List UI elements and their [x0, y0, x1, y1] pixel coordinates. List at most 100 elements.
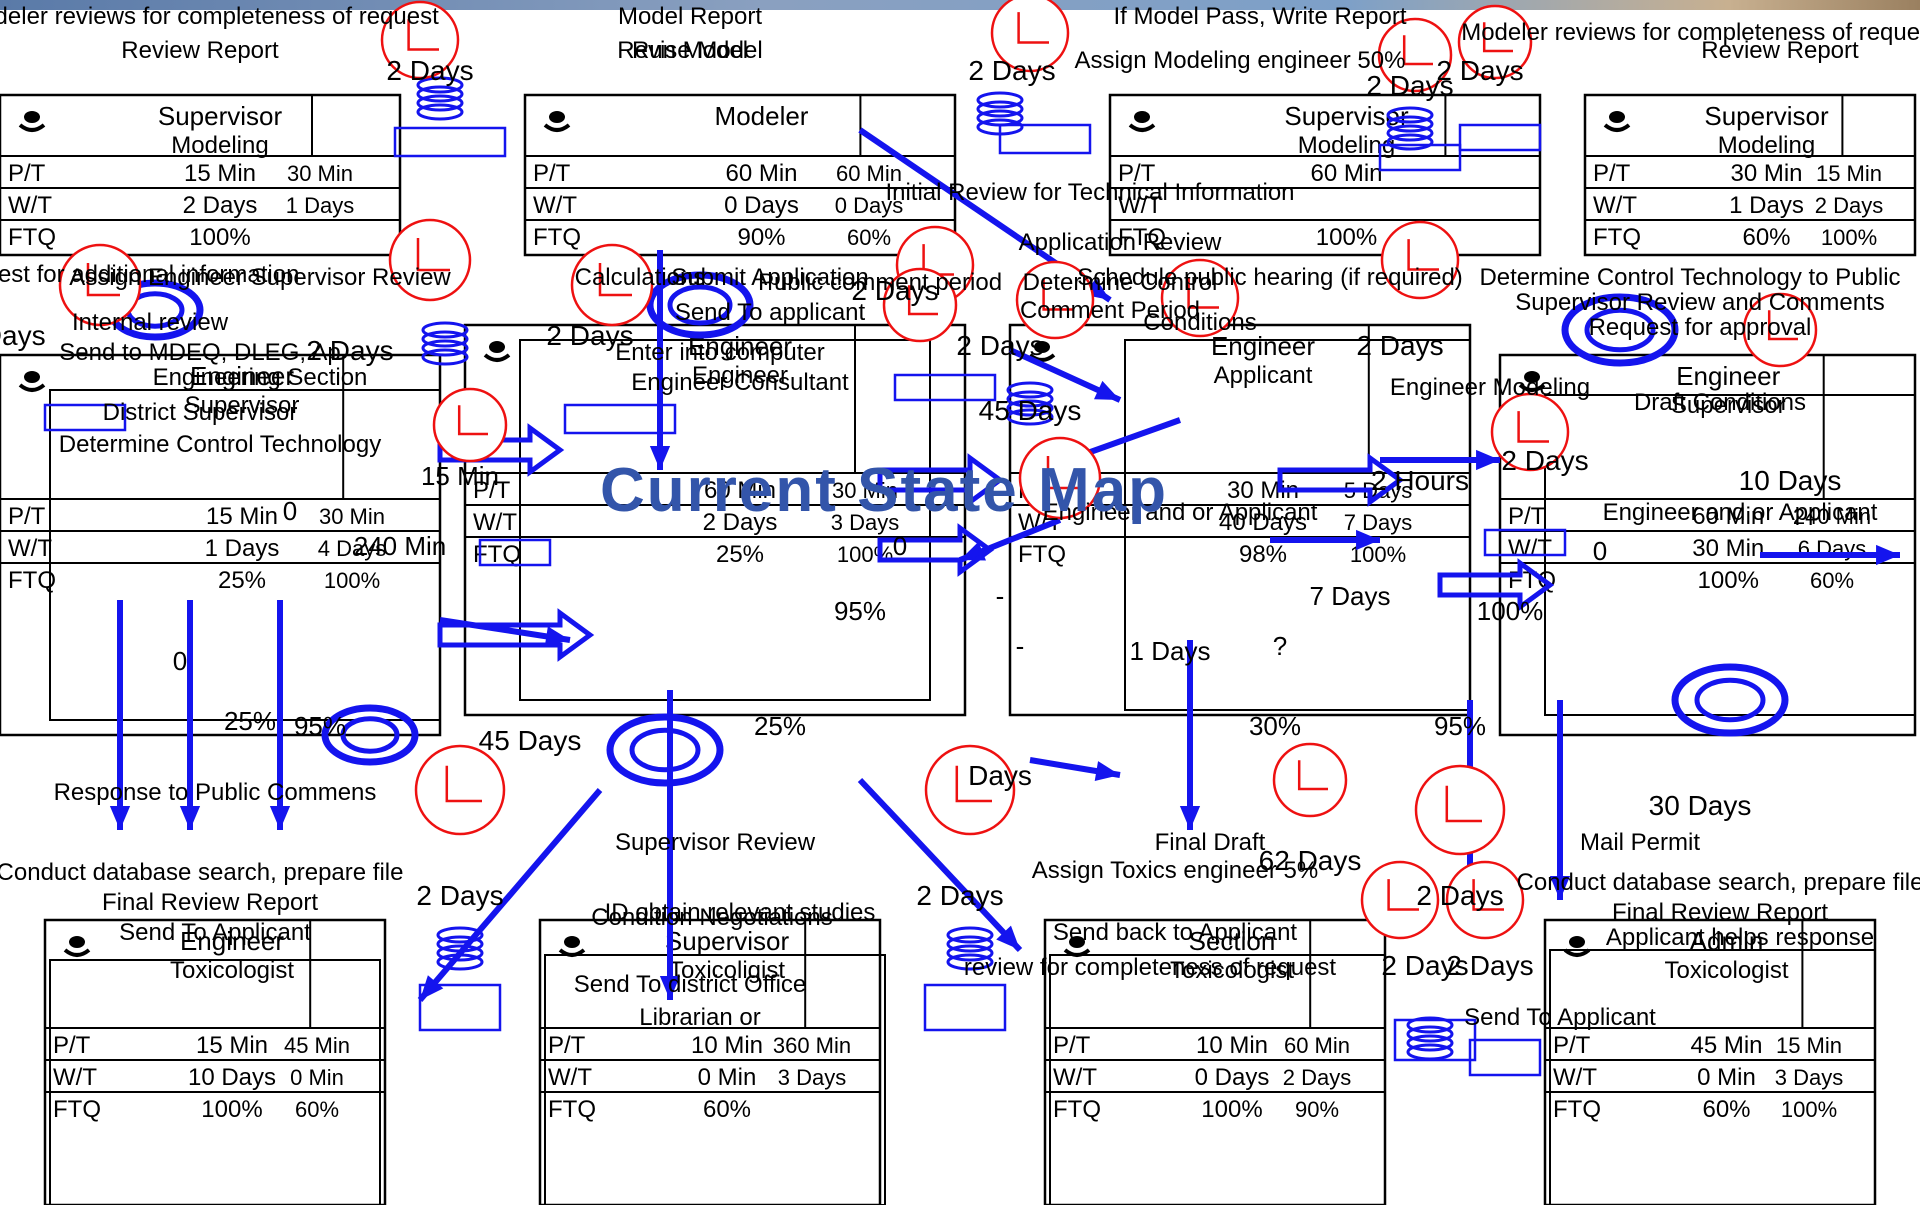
misc-value: 15 Min	[421, 461, 499, 491]
step-label: Run Model	[632, 37, 748, 64]
box-row-value: 1 Days	[286, 193, 354, 218]
clock-icon	[1416, 766, 1504, 854]
box-row-label: W/T	[533, 192, 577, 219]
box-row-value: 25%	[218, 567, 266, 594]
cycle-icon	[632, 730, 698, 770]
days-label: 2 Days	[968, 55, 1055, 86]
clock-icon	[1274, 744, 1346, 816]
box-row-label: W/T	[1053, 1064, 1097, 1091]
process-box: EngineerToxicologistP/T15 Min45 MinW/T10…	[45, 920, 385, 1205]
step-label: Send To district Office	[574, 971, 807, 998]
step-label: Review Report	[1701, 37, 1859, 64]
step-label: Engineer and or Applicant	[1603, 499, 1878, 526]
days-label: 2 Days	[1446, 950, 1533, 981]
box-row-label: P/T	[1508, 503, 1546, 530]
box-row-value: 15 Min	[1816, 161, 1882, 186]
inventory-box	[395, 128, 505, 156]
box-row-value: 60 Min	[1284, 1033, 1350, 1058]
days-label: 45 Days	[979, 395, 1082, 426]
box-row-value: 3 Days	[778, 1065, 846, 1090]
step-label: Model Report	[618, 3, 762, 30]
misc-value: 1 Days	[1130, 636, 1211, 666]
box-subrole: Modeling	[1718, 132, 1815, 159]
misc-value: -	[1016, 631, 1025, 661]
operator-icon	[1569, 936, 1585, 948]
step-label: Send to MDEQ, DLEG, Ap	[59, 339, 340, 366]
days-label: 2 Days	[916, 880, 1003, 911]
step-label: Calculations	[575, 264, 706, 291]
box-role: Supervisor	[158, 101, 283, 131]
box-row-value: 100%	[201, 1096, 262, 1123]
step-label: Comment Period	[1020, 297, 1200, 324]
box-subrole: Modeling	[171, 132, 268, 159]
box-row-value: 7 Days	[1344, 510, 1412, 535]
box-row-value: 100%	[1781, 1097, 1837, 1122]
days-label: 30 Days	[1649, 790, 1752, 821]
days-label: 2 Days	[1501, 445, 1588, 476]
box-row-value: 0 Min	[290, 1065, 344, 1090]
flow-arrow-head	[180, 806, 200, 830]
box-role: Supervisor	[1704, 101, 1829, 131]
box-row-value: 45 Min	[284, 1033, 350, 1058]
step-label: Assign Modeling engineer 50%	[1075, 47, 1406, 74]
cycle-icon	[1675, 667, 1785, 733]
flow-arrow-head	[1476, 450, 1500, 470]
box-row-value: 60%	[295, 1097, 339, 1122]
box-row-value: 60 Min	[1310, 160, 1382, 187]
step-label: Modeler reviews for completeness of requ…	[0, 3, 439, 30]
box-row-label: P/T	[8, 160, 46, 187]
operator-icon	[69, 936, 85, 948]
box-row-value: 15 Min	[196, 1032, 268, 1059]
step-label: Supervisor Review and Comments	[1515, 289, 1884, 316]
box-row-label: W/T	[8, 535, 52, 562]
step-label: Application Review	[1019, 229, 1222, 256]
inventory-box	[1460, 125, 1540, 150]
box-row-value: 360 Min	[773, 1033, 851, 1058]
box-row-label: FTQ	[1018, 541, 1066, 568]
misc-value: 95%	[294, 711, 346, 741]
box-row-label: W/T	[1593, 192, 1637, 219]
box-subrole: Toxicologist	[1664, 957, 1788, 984]
box-row-value: 100%	[1201, 1096, 1262, 1123]
box-row-value: 100%	[1316, 224, 1377, 251]
box-row-label: FTQ	[548, 1096, 596, 1123]
box-row-label: FTQ	[8, 224, 56, 251]
operator-icon	[20, 125, 44, 130]
step-label: Internal review	[72, 309, 229, 336]
box-row-value: 15 Min	[1776, 1033, 1842, 1058]
box-subrole: Applicant	[1214, 362, 1313, 389]
box-row-label: FTQ	[8, 567, 56, 594]
step-label: Assign Engineer Supervisor Review	[69, 264, 451, 291]
box-row-value: 10 Min	[691, 1032, 763, 1059]
operator-icon	[1134, 111, 1150, 123]
process-box: SupervisorModelingP/T30 Min15 MinW/T1 Da…	[1585, 95, 1915, 255]
box-row-label: P/T	[548, 1032, 586, 1059]
box-row-value: 60%	[703, 1096, 751, 1123]
step-label: District Supervisor	[103, 399, 298, 426]
box-row-value: 0 Min	[698, 1064, 757, 1091]
box-row-label: W/T	[1553, 1064, 1597, 1091]
box-row-label: P/T	[1553, 1032, 1591, 1059]
box-role: Modeler	[715, 101, 809, 131]
box-row-value: 100%	[837, 542, 893, 567]
box-row-value: 30 Min	[319, 504, 385, 529]
box-row-label: FTQ	[53, 1096, 101, 1123]
step-label: Engineer Consultant	[631, 369, 849, 396]
inventory-icon	[418, 105, 462, 119]
step-label: Determine Control Technology	[59, 431, 381, 458]
flow-arrow-head	[110, 806, 130, 830]
box-row-label: W/T	[53, 1064, 97, 1091]
step-label: Send To applicant	[675, 299, 866, 326]
misc-value: 240 Min	[354, 531, 447, 561]
box-row-label: P/T	[53, 1032, 91, 1059]
box-row-value: 45 Min	[1690, 1032, 1762, 1059]
inventory-icon	[1408, 1045, 1452, 1059]
box-row-value: 60%	[1742, 224, 1790, 251]
box-row-value: 15 Min	[206, 503, 278, 530]
misc-value: 0	[173, 646, 187, 676]
days-label: 10 Days	[1739, 465, 1842, 496]
step-label: Enter into computer	[615, 339, 824, 366]
box-row-value: 30 Min	[287, 161, 353, 186]
